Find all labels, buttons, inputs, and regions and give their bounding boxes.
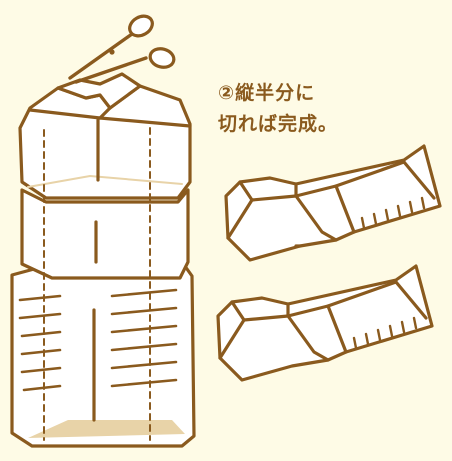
tray-2-outline: [216, 264, 434, 382]
bottle-ribs: [18, 288, 178, 392]
caption-line-2: 切れば完成。: [218, 113, 339, 135]
bottle-fill-line: [27, 175, 183, 188]
tray-2-ribs: [352, 316, 418, 350]
bottle-bottom-fill: [28, 420, 185, 438]
step-caption: ②縦半分に 切れば完成。: [218, 78, 338, 140]
bottle-middle-section: [20, 188, 190, 280]
cut-half-tray-2: [216, 264, 434, 382]
tray-1-ribs: [360, 196, 426, 230]
tray-1-outline: [224, 144, 442, 262]
caption-line-1: ②縦半分に: [218, 82, 316, 104]
bottle: [10, 72, 196, 448]
bottle-shoulder-crease-2: [98, 106, 112, 120]
cut-half-tray-1: [224, 144, 442, 262]
scissors-icon: [68, 14, 176, 84]
